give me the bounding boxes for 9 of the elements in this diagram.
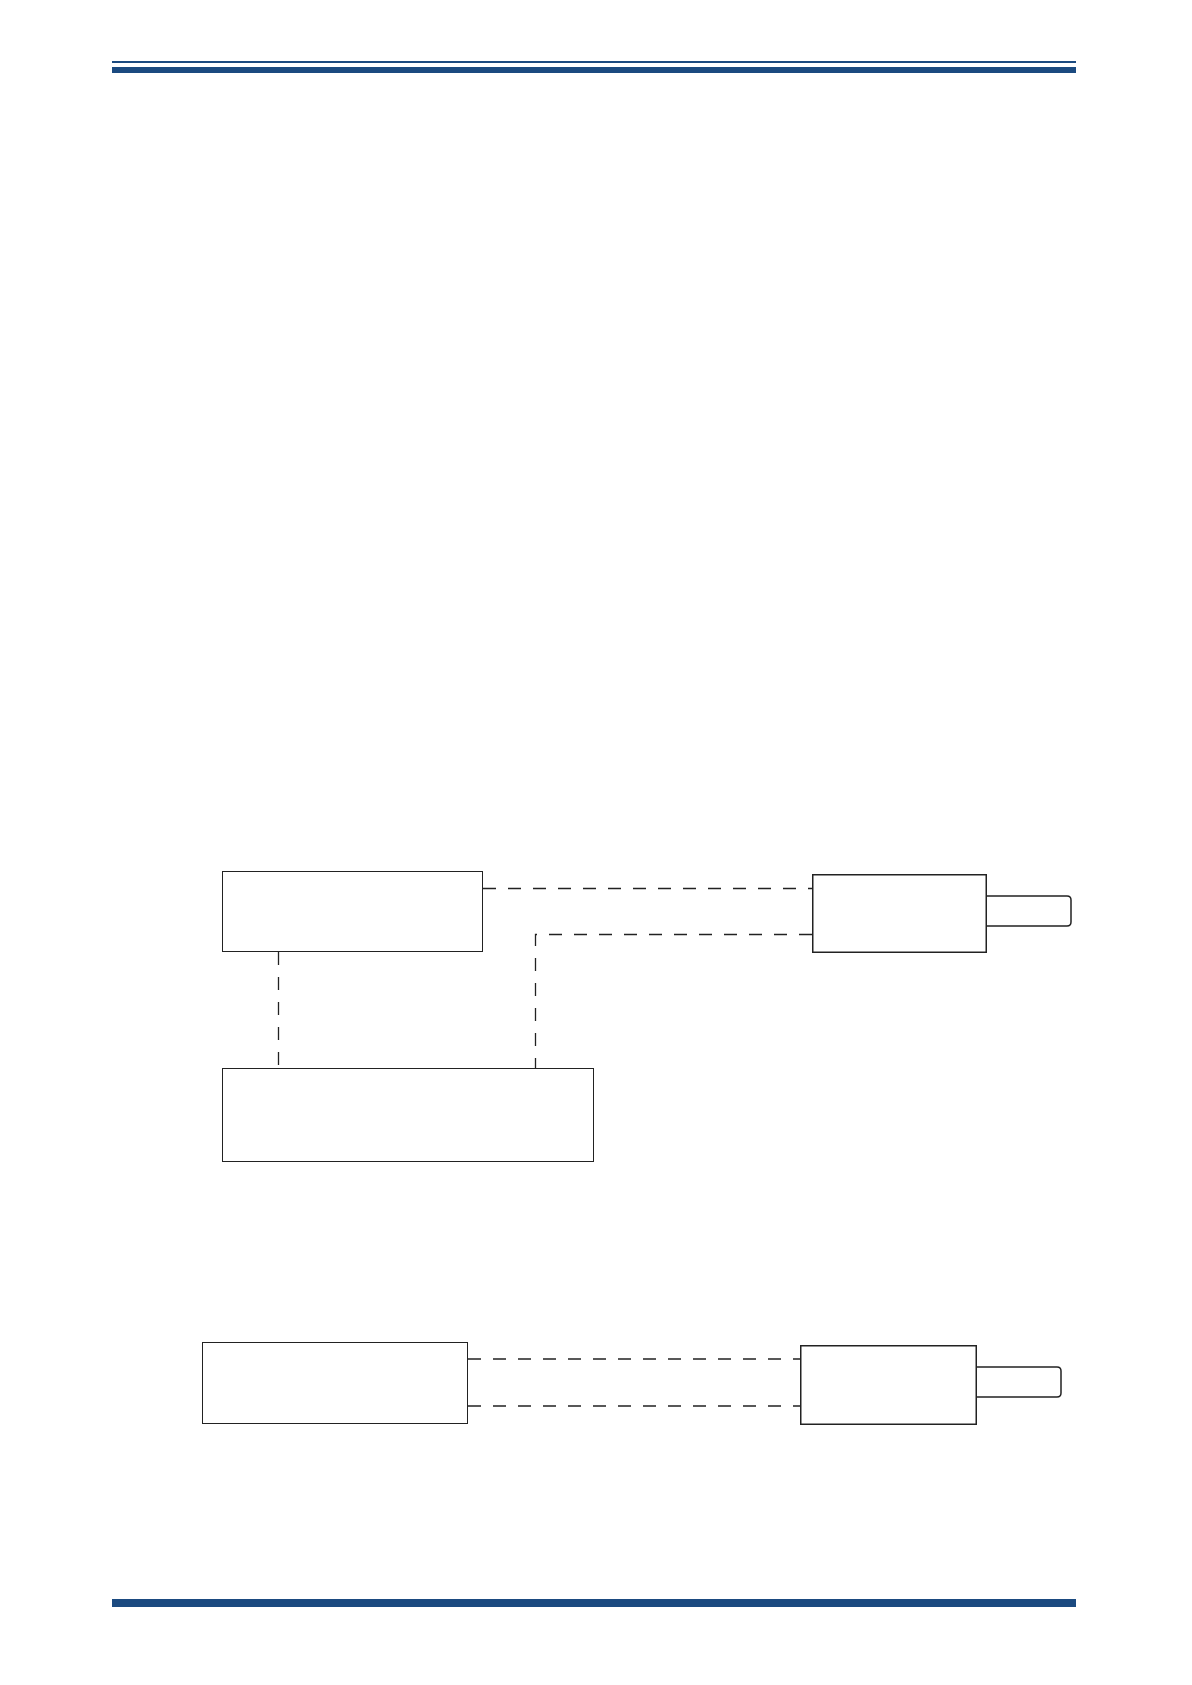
connector-line [467,1405,801,1407]
connector-line [482,887,813,890]
connector-line [534,933,813,1069]
block-box [222,871,483,952]
connector-line [467,1358,801,1360]
block-box [222,1068,594,1162]
block-box [202,1342,468,1424]
sensor-drawing [800,1345,1062,1425]
sensor-drawing [812,874,1072,953]
